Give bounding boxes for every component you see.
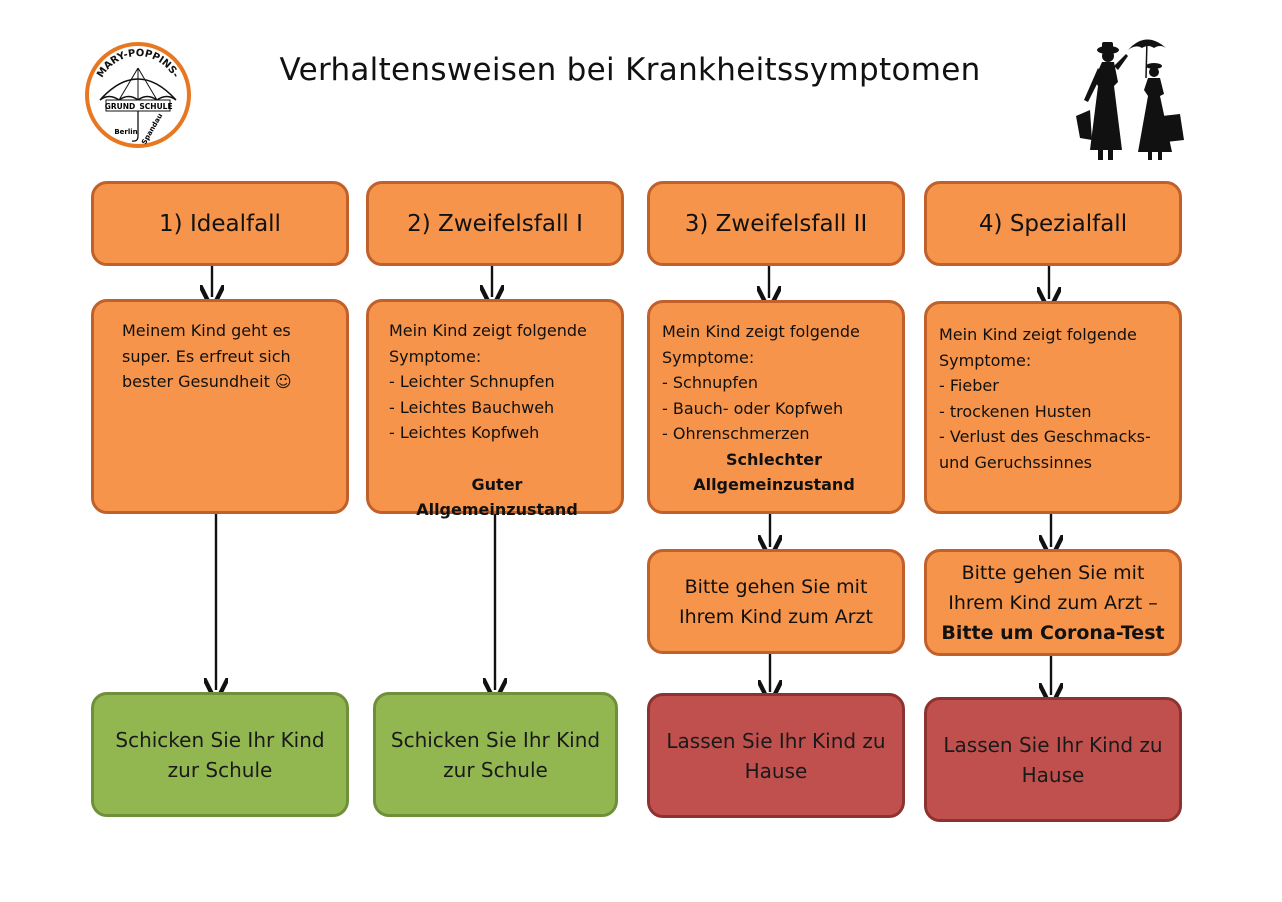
mary-poppins-silhouette-icon bbox=[1076, 39, 1184, 160]
col4-action-line: Bitte gehen Sie mit bbox=[961, 561, 1145, 584]
col3-line: - Schnupfen bbox=[662, 373, 759, 392]
col2-line: - Leichtes Bauchweh bbox=[389, 397, 555, 417]
col4-action-line: Ihrem Kind zum Arzt – bbox=[948, 591, 1158, 614]
col3-outcome-box: Lassen Sie Ihr Kind zu Hause bbox=[647, 693, 905, 818]
col3-summary-line: Allgemeinzustand bbox=[693, 475, 855, 494]
page-title: Verhaltensweisen bei Krankheitssymptomen bbox=[279, 52, 981, 88]
col3-line: - Ohrenschmerzen bbox=[662, 424, 810, 443]
col4-action-bold: Bitte um Corona-Test bbox=[941, 621, 1165, 644]
col3-description-box: Mein Kind zeigt folgende Symptome: - Sch… bbox=[647, 300, 905, 514]
col2-outcome-line: Schicken Sie Ihr Kind bbox=[390, 727, 601, 752]
col3-heading-box: 3) Zweifelsfall II bbox=[647, 181, 905, 266]
col3-outcome-line: Lassen Sie Ihr Kind zu bbox=[666, 728, 886, 753]
col4-outcome-line: Lassen Sie Ihr Kind zu bbox=[943, 732, 1163, 757]
col4-action-box: Bitte gehen Sie mit Ihrem Kind zum Arzt … bbox=[924, 549, 1182, 656]
col3-summary-line: Schlechter bbox=[726, 449, 822, 469]
col4-line: - Verlust des Geschmacks- bbox=[939, 427, 1151, 446]
col2-line: - Leichter Schnupfen bbox=[389, 372, 555, 391]
col4-outcome-box: Lassen Sie Ihr Kind zu Hause bbox=[924, 697, 1182, 822]
col4-description-box: Mein Kind zeigt folgende Symptome: - Fie… bbox=[924, 301, 1182, 514]
col2-line: Mein Kind zeigt folgende bbox=[389, 321, 587, 340]
col4-outcome-line: Hause bbox=[1021, 762, 1085, 787]
col2-summary: Guter Allgemeinzustand bbox=[416, 474, 578, 520]
col1-description-box: Meinem Kind geht es super. Es erfreut si… bbox=[91, 299, 349, 514]
col2-outcome-box: Schicken Sie Ihr Kind zur Schule bbox=[373, 692, 618, 817]
logo-band-left: GRUND bbox=[105, 102, 136, 111]
col3-line: Symptome: bbox=[662, 347, 755, 367]
col2-line: - Leichtes Kopfweh bbox=[389, 423, 540, 442]
col4-line: - trockenen Husten bbox=[939, 401, 1092, 421]
col4-line: und Geruchssinnes bbox=[939, 452, 1092, 472]
col4-heading: 4) Spezialfall bbox=[978, 210, 1128, 237]
logo-band-right: SCHULE bbox=[139, 102, 172, 111]
col1-line: super. Es erfreut sich bbox=[122, 346, 291, 366]
col2-description-box: Mein Kind zeigt folgende Symptome: - Lei… bbox=[366, 299, 624, 519]
col3-action-box: Bitte gehen Sie mit Ihrem Kind zum Arzt bbox=[647, 549, 905, 654]
col1-heading-box: 1) Idealfall bbox=[91, 181, 349, 266]
col3-heading: 3) Zweifelsfall II bbox=[684, 210, 868, 237]
col2-outcome-line: zur Schule bbox=[443, 757, 548, 782]
col4-line: - Fieber bbox=[939, 376, 999, 395]
col2-heading: 2) Zweifelsfall I bbox=[407, 210, 583, 237]
col1-outcome-line: zur Schule bbox=[167, 757, 273, 782]
col2-line: Symptome: bbox=[389, 346, 482, 366]
col3-line: - Bauch- oder Kopfweh bbox=[662, 398, 844, 418]
col2-heading-box: 2) Zweifelsfall I bbox=[366, 181, 624, 266]
col1-outcome-box: Schicken Sie Ihr Kind zur Schule bbox=[91, 692, 349, 817]
col4-line: Symptome: bbox=[939, 350, 1032, 370]
col3-action-line: Ihrem Kind zum Arzt bbox=[679, 605, 873, 628]
col3-action-line: Bitte gehen Sie mit bbox=[684, 575, 868, 598]
col4-heading-box: 4) Spezialfall bbox=[924, 181, 1182, 266]
logo-bottom-left: Berlin bbox=[114, 128, 137, 136]
col1-outcome-line: Schicken Sie Ihr Kind bbox=[115, 727, 325, 752]
col1-line: bester Gesundheit ☺ bbox=[122, 372, 292, 391]
col1-line: Meinem Kind geht es bbox=[122, 321, 291, 340]
col3-outcome-line: Hause bbox=[744, 758, 808, 783]
col1-heading: 1) Idealfall bbox=[159, 210, 281, 237]
col3-line: Mein Kind zeigt folgende bbox=[662, 322, 860, 341]
school-logo: MARY-POPPINS- GRUND SCHULE Berlin Spanda… bbox=[85, 42, 191, 148]
col4-line: Mein Kind zeigt folgende bbox=[939, 325, 1137, 344]
